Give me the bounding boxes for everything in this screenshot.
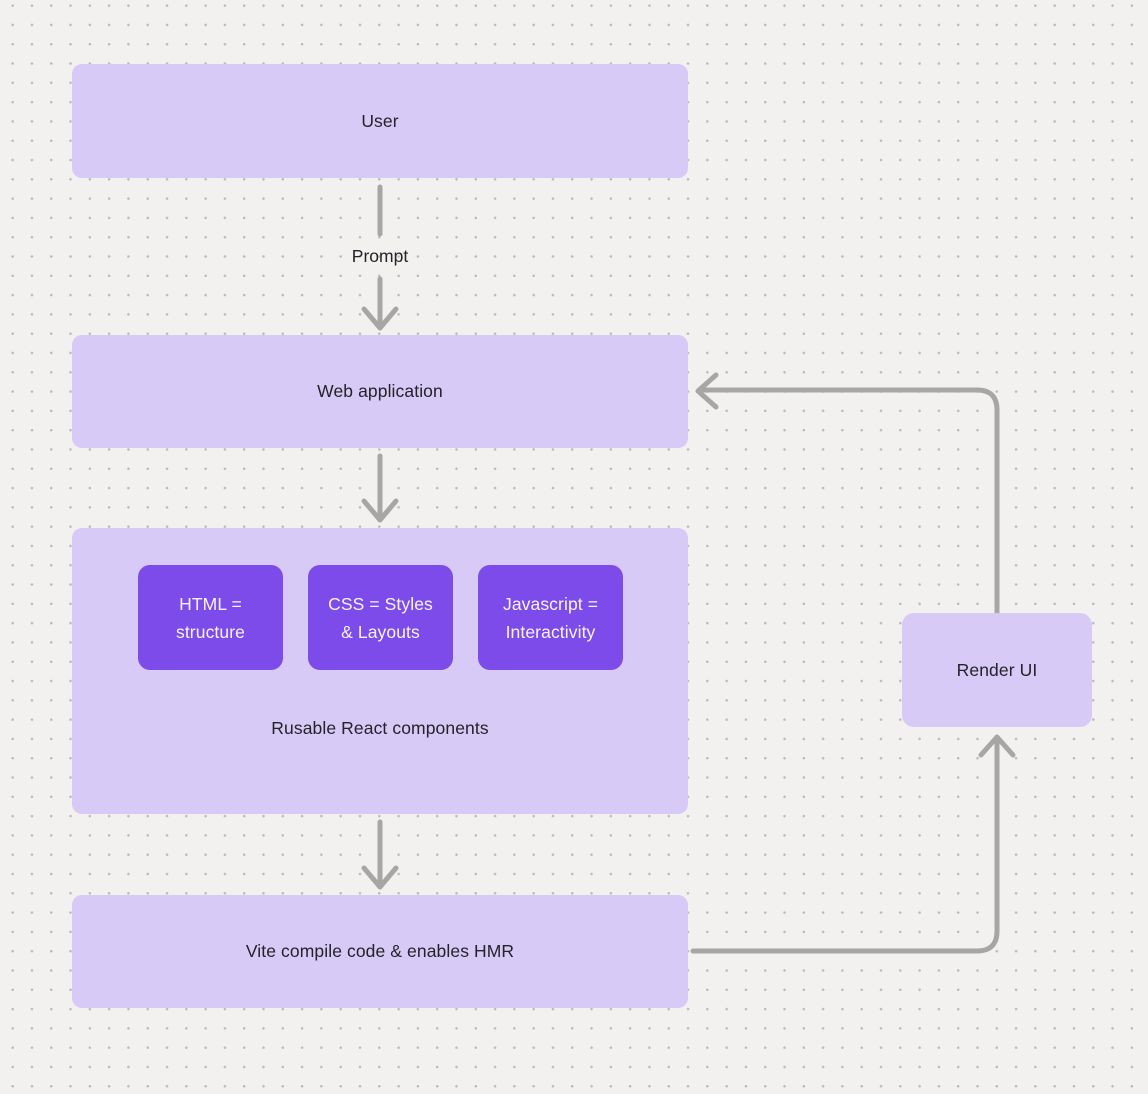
node-css-label-line2: & Layouts [341,621,420,642]
edge-label-prompt: Prompt [351,246,409,266]
edge-user-to-webapp[interactable] [361,184,399,331]
node-html-label-line2: structure [176,621,245,642]
edge-webapp-to-components[interactable] [361,453,399,523]
arrowhead-up-icon [978,734,1016,758]
node-vite-label: Vite compile code & enables HMR [245,941,515,961]
arrowhead-down-icon [361,306,399,331]
node-web-application[interactable]: Web application [72,335,688,448]
node-css-label-line1: CSS = Styles [328,593,433,614]
arrowhead-left-icon [695,372,719,410]
arrowhead-down-icon [361,865,399,890]
node-html[interactable]: HTML = structure [138,565,283,670]
node-render-ui-label: Render UI [956,659,1038,680]
edge-components-to-vite[interactable] [361,819,399,890]
node-components-label: Rusable React components [271,718,489,738]
node-javascript-label-line2: Interactivity [505,621,596,642]
edge-vite-to-renderui[interactable] [690,734,1016,954]
node-web-application-label: Web application [317,381,443,401]
node-css[interactable]: CSS = Styles & Layouts [308,565,453,670]
node-html-label-line1: HTML = [179,593,242,614]
node-user-label: User [361,110,399,131]
node-user[interactable]: User [72,64,688,178]
node-javascript-label-line1: Javascript = [502,593,599,614]
node-render-ui[interactable]: Render UI [902,613,1092,727]
node-vite[interactable]: Vite compile code & enables HMR [72,895,688,1008]
node-javascript[interactable]: Javascript = Interactivity [478,565,623,670]
arrowhead-down-icon [361,498,399,523]
edge-renderui-to-webapp[interactable] [695,372,1000,616]
node-components-group[interactable]: HTML = structure CSS = Styles & Layouts … [72,528,688,814]
